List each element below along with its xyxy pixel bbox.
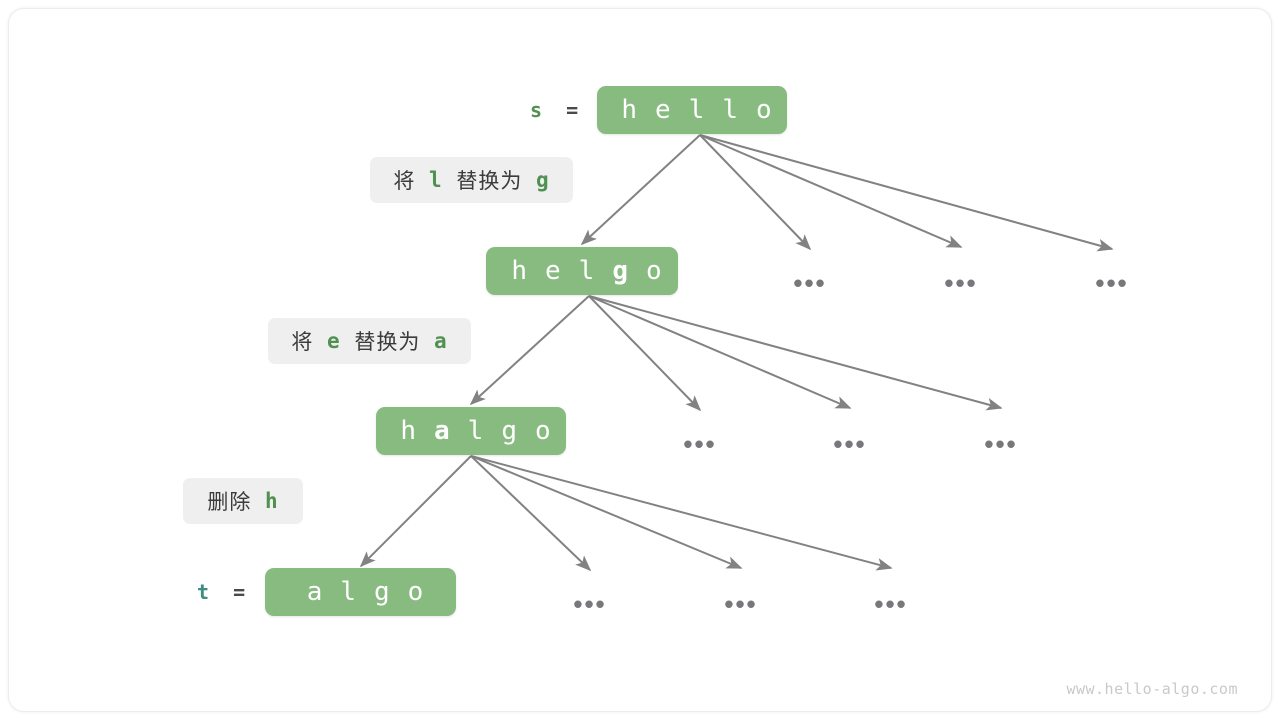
char: a [306,577,332,607]
watermark: www.hello-algo.com [1066,680,1238,698]
op-code-target: g [536,168,550,192]
variable-name: t [197,580,210,604]
op-space [251,489,265,513]
op-delete-h: 删除 h [183,478,303,524]
char-highlighted: g [612,256,637,286]
op-space [341,329,355,353]
char: g [374,577,399,607]
char: o [534,416,560,446]
char: l [688,95,714,125]
char: h [621,95,647,125]
op-code-target: a [434,329,448,353]
op-middle-text: 替换为 [456,170,523,193]
op-space [415,168,429,192]
op-space [522,168,536,192]
op-replace-e-a: 将 e 替换为 a [268,318,471,364]
op-code-source: l [429,168,443,192]
char: l [722,95,747,125]
char: o [645,256,671,286]
dots-r1-c3: ••• [1095,268,1129,298]
dots-r2-c3: ••• [984,429,1018,459]
equals-sign: = [209,580,246,604]
char: g [501,416,526,446]
char: h [511,256,537,286]
op-space [443,168,457,192]
dots-r2-c1: ••• [683,429,717,459]
dots-r1-c1: ••• [793,268,827,298]
char: o [755,95,781,125]
char: o [407,577,433,607]
dots-r3-c3: ••• [874,589,908,619]
equals-sign: = [542,98,579,122]
char: e [545,256,570,286]
variable-label-s: s = [530,98,578,122]
op-code-source: e [327,329,341,353]
dots-r2-c2: ••• [833,429,867,459]
dots-r3-c1: ••• [573,589,607,619]
dots-r3-c2: ••• [724,589,758,619]
op-prefix-text: 删除 [207,491,252,514]
char: l [467,416,493,446]
dots-r1-c2: ••• [944,268,978,298]
op-code-source: h [265,489,279,513]
char: h [400,416,426,446]
op-replace-l-g: 将 l 替换为 g [370,157,573,203]
op-middle-text: 替换为 [354,331,421,354]
op-prefix-text: 将 [291,331,314,354]
variable-name: s [530,98,543,122]
char: e [655,95,680,125]
variable-label-t: t = [197,580,245,604]
op-space [313,329,327,353]
op-prefix-text: 将 [393,170,416,193]
char-highlighted: a [434,416,459,446]
op-space [420,329,434,353]
char: l [578,256,604,286]
char: l [340,577,365,607]
